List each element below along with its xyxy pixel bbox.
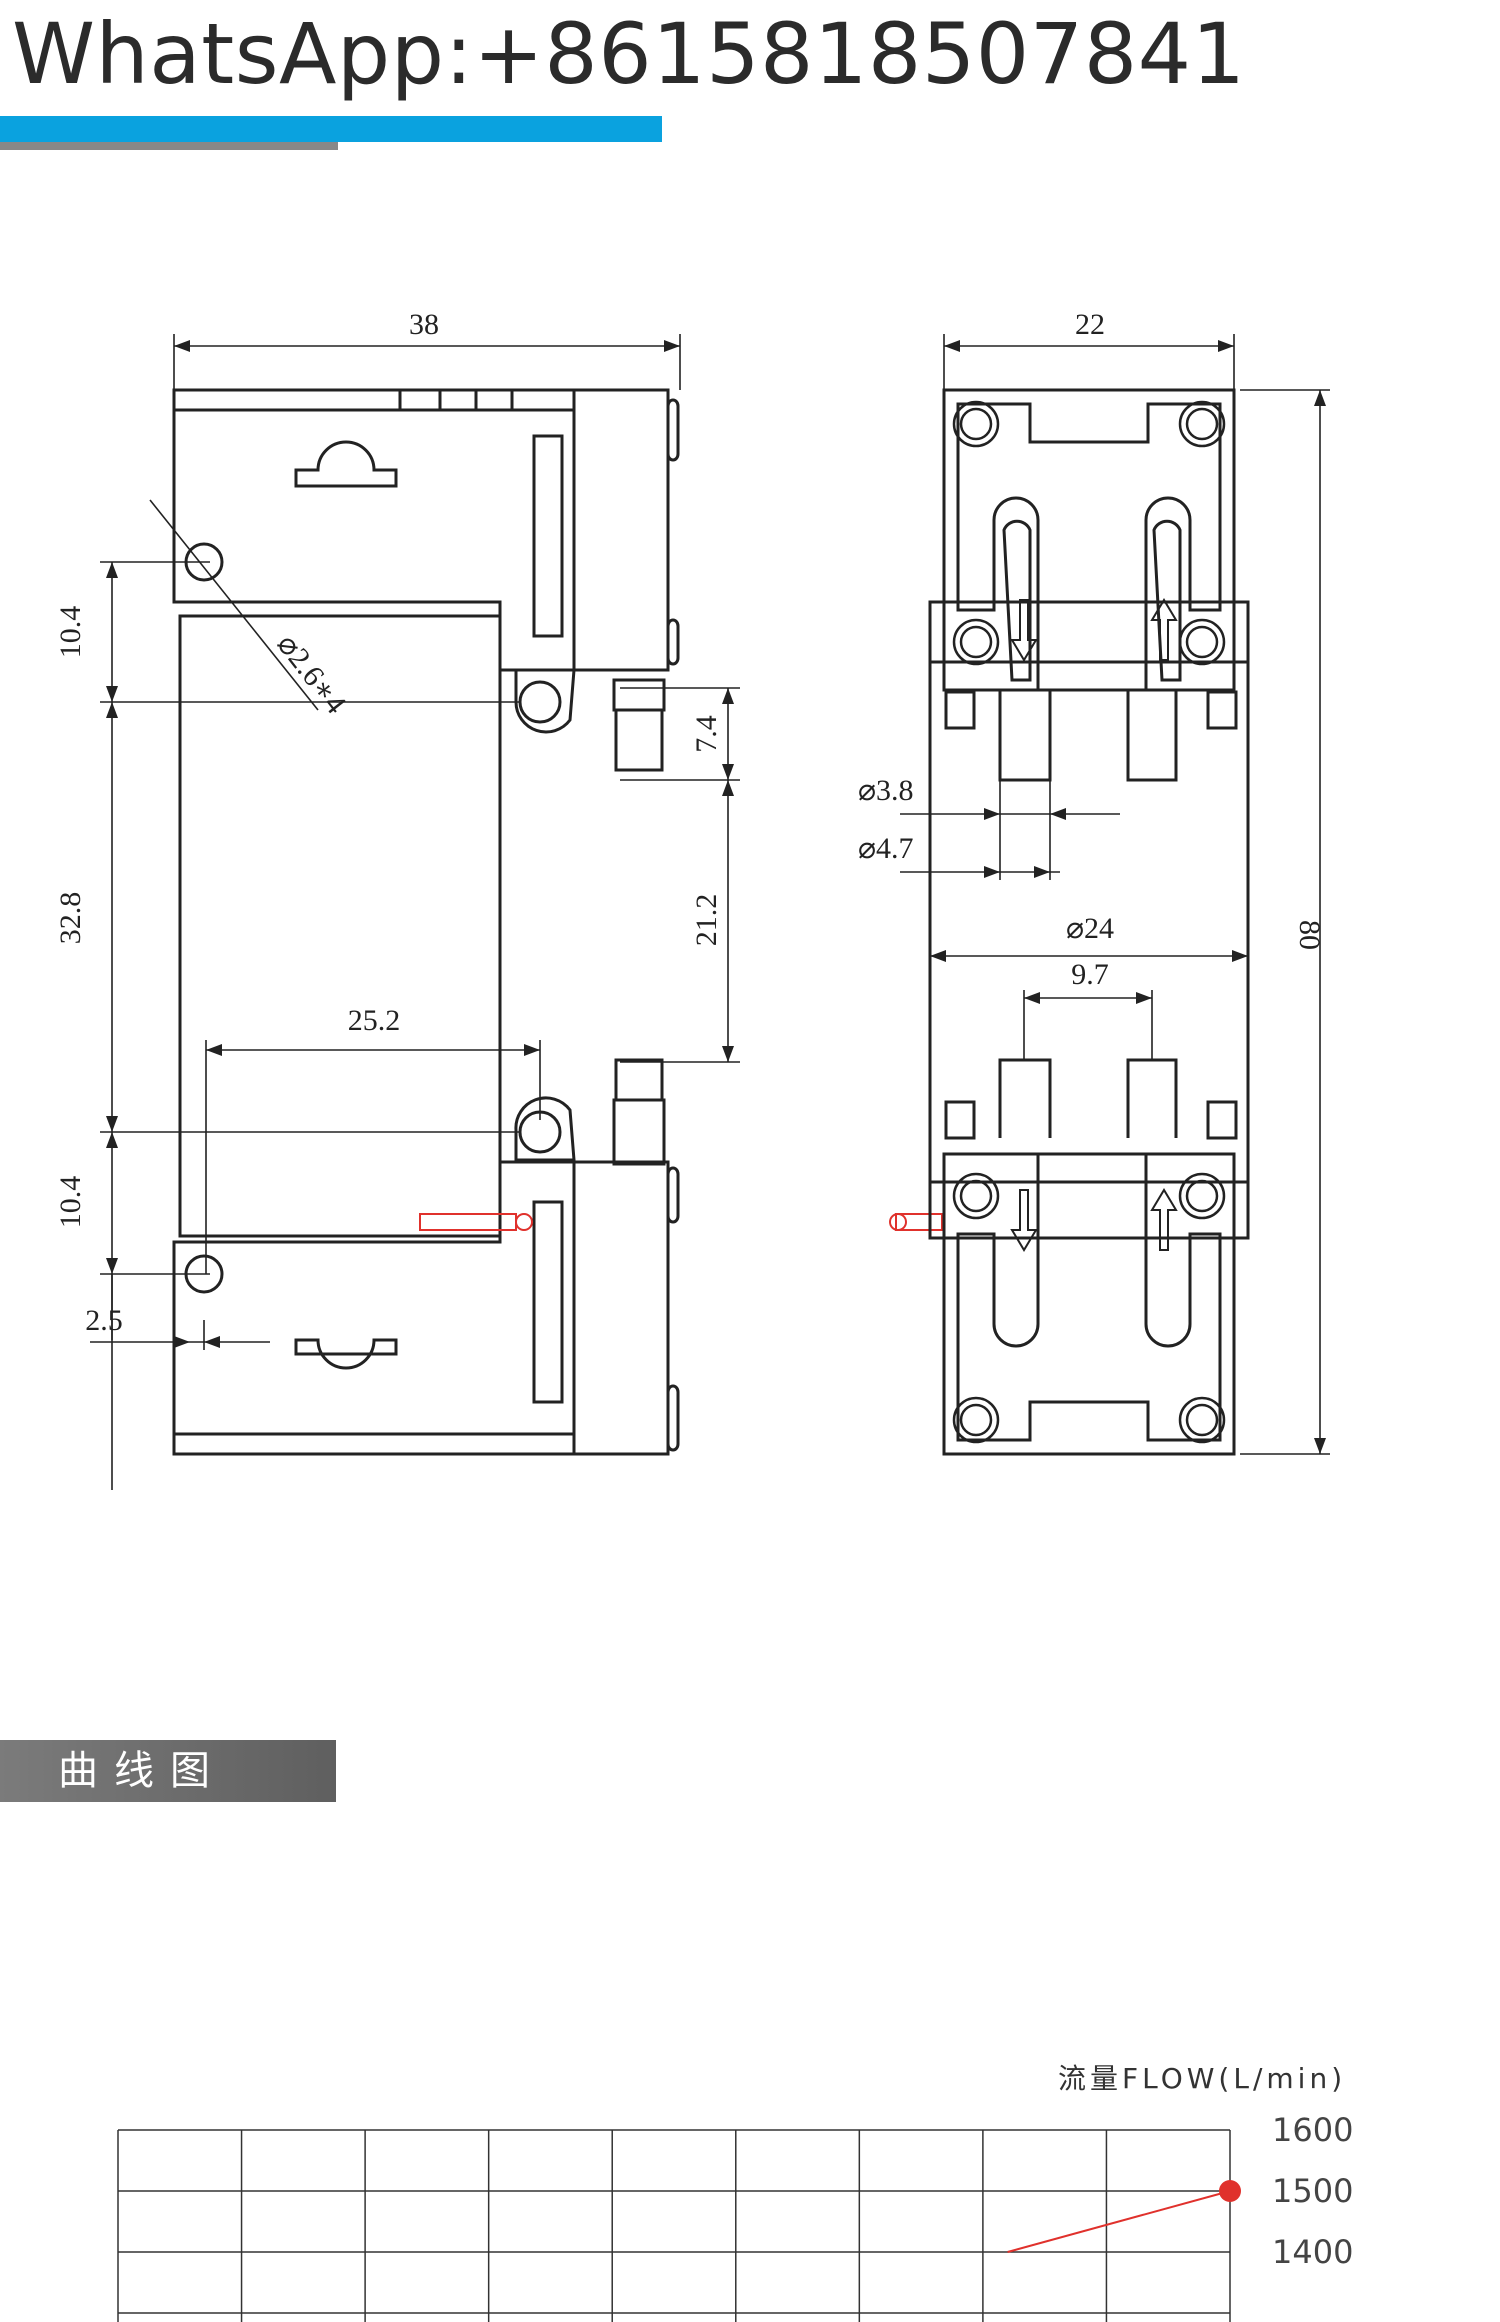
dim-9-7: 9.7 (1071, 958, 1109, 991)
chart-ylabel: 流量FLOW(L/min) (1058, 2062, 1346, 2095)
dim-7-4: 7.4 (690, 715, 723, 753)
chart-y-ticks: 1600 1500 1400 (1272, 2111, 1353, 2271)
dim-dia-24: ⌀24 (1066, 912, 1114, 945)
section-tab-curve: 曲线图 (0, 1740, 336, 1802)
dim-25-2: 25.2 (348, 1004, 401, 1037)
dim-height-80: 80 (1293, 920, 1326, 950)
y-tick-label: 1400 (1272, 2233, 1353, 2271)
screw-icons (952, 400, 1226, 1444)
header-title: WhatsApp:+8615818507841 (12, 5, 1246, 103)
accent-underline (0, 142, 338, 150)
dim-32-8: 32.8 (54, 892, 87, 945)
dim-10-4-top: 10.4 (54, 606, 87, 659)
series-marker (1219, 2180, 1241, 2202)
dimension-drawing: 38 22 80 ⌀2.6∗4 10.4 32.8 10.4 2.5 25.2 … (54, 308, 1330, 1490)
y-tick-label: 1500 (1272, 2172, 1353, 2210)
dim-2-5: 2.5 (85, 1304, 123, 1337)
dim-21-2: 21.2 (690, 894, 723, 947)
dim-width-38: 38 (409, 308, 439, 341)
dim-10-4-bottom: 10.4 (54, 1176, 87, 1229)
accent-bar (0, 116, 662, 142)
dim-dia-4-7: ⌀4.7 (858, 832, 914, 865)
y-tick-label: 1600 (1272, 2111, 1353, 2149)
front-view (928, 388, 1250, 1456)
side-view (172, 388, 680, 1456)
flow-chart: 流量FLOW(L/min) 1600 1500 1400 (117, 2062, 1353, 2322)
dim-hole: ⌀2.6∗4 (270, 628, 352, 720)
dim-width-22: 22 (1075, 308, 1105, 341)
chart-grid (117, 2129, 1231, 2322)
dim-dia-3-8: ⌀3.8 (858, 774, 914, 807)
chart-series (1007, 2180, 1241, 2253)
series-line (1007, 2190, 1231, 2253)
